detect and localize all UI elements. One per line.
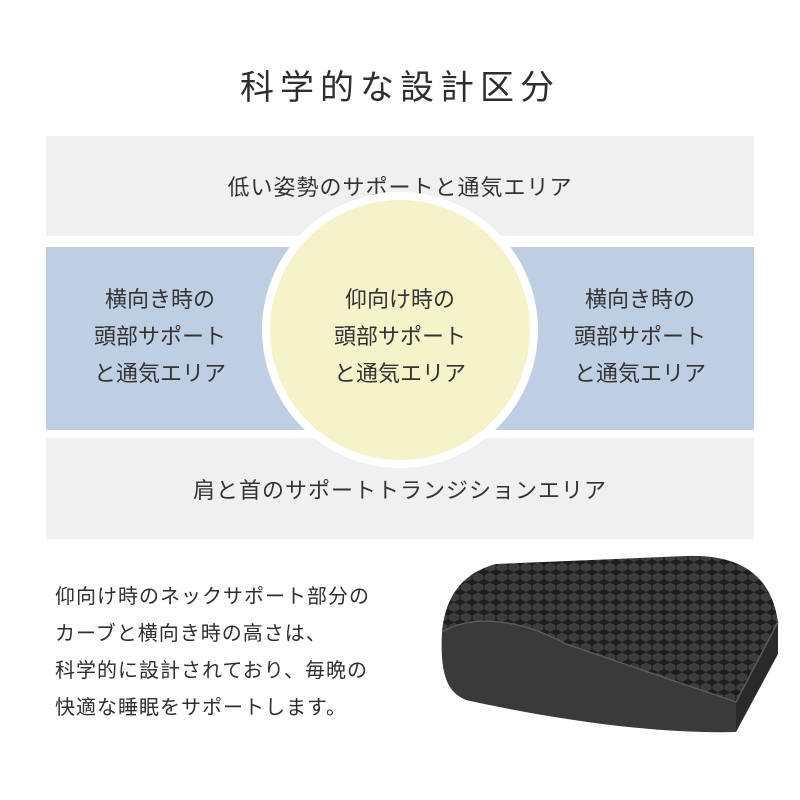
left-zone-line: 横向き時の <box>104 288 215 313</box>
description-line: 科学的に設計されており、毎晩の <box>55 658 368 682</box>
page-title: 科学的な設計区分 <box>240 68 560 108</box>
back-sleep-zone-text: 仰向け時の 頭部サポート と通気エリア <box>300 282 500 393</box>
description-line: 快適な睡眠をサポートします。 <box>55 695 347 719</box>
right-side-sleep-zone-text: 横向き時の 頭部サポート と通気エリア <box>540 282 740 393</box>
description-line: カーブと横向き時の高さは、 <box>55 621 327 645</box>
right-zone-line: 頭部サポート <box>573 325 706 350</box>
low-posture-zone-label: 低い姿勢のサポートと通気エリア <box>227 176 573 201</box>
right-zone-line: 横向き時の <box>584 288 695 313</box>
left-zone-line: 頭部サポート <box>93 325 226 350</box>
center-zone-line: 頭部サポート <box>333 325 466 350</box>
pillow-image <box>441 555 779 733</box>
pillow-edge <box>441 620 779 703</box>
center-zone-line: 仰向け時の <box>344 288 455 313</box>
description-text: 仰向け時のネックサポート部分の カーブと横向き時の高さは、 科学的に設計されてお… <box>55 578 435 726</box>
back-sleep-zone-circle <box>270 200 530 460</box>
left-side-sleep-zone-text: 横向き時の 頭部サポート と通気エリア <box>60 282 260 393</box>
description-line: 仰向け時のネックサポート部分の <box>55 584 370 608</box>
pillow-front <box>736 622 778 732</box>
pillow-side <box>441 621 736 733</box>
left-zone-line: と通気エリア <box>93 362 226 387</box>
shoulder-neck-zone-label: 肩と首のサポートトランジションエリア <box>192 478 607 504</box>
pillow-top <box>442 555 778 702</box>
right-zone-line: と通気エリア <box>573 362 706 387</box>
center-zone-line: と通気エリア <box>333 362 466 387</box>
